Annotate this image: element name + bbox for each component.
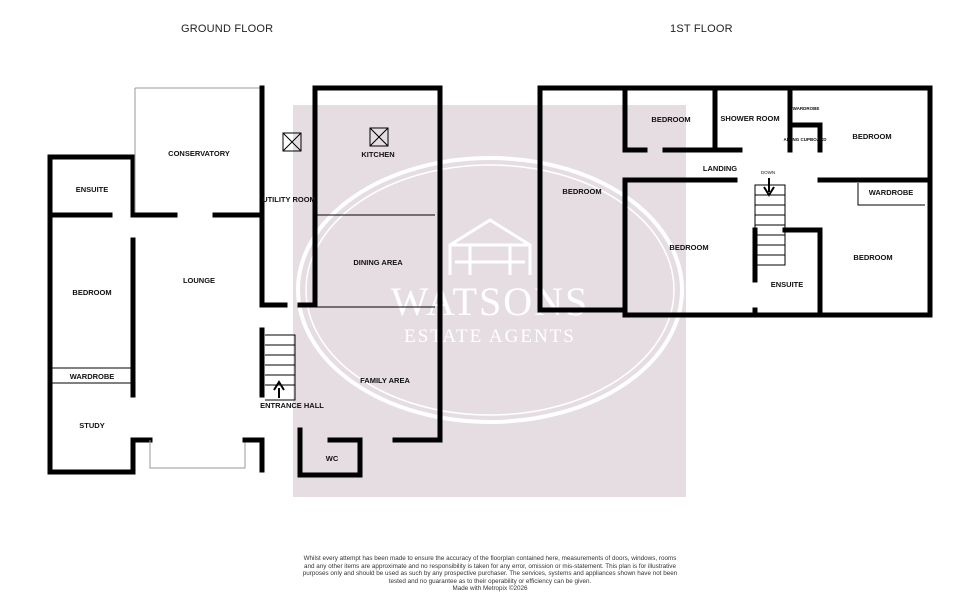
- room-bedroom-top: BEDROOM: [651, 115, 690, 124]
- room-landing: LANDING: [703, 164, 737, 173]
- watermark-sub: ESTATE AGENTS: [404, 326, 576, 347]
- room-bedroom-right: BEDROOM: [852, 132, 891, 141]
- first-floor-title: 1ST FLOOR: [670, 23, 733, 35]
- room-entrance-hall: ENTRANCE HALL: [260, 401, 324, 410]
- room-utility: UTILITY ROOM: [262, 195, 316, 204]
- room-bedroom-gf: BEDROOM: [72, 288, 111, 297]
- room-wardrobe-ff: WARDROBE: [869, 188, 914, 197]
- ground-floor-title: GROUND FLOOR: [181, 23, 274, 35]
- room-dining: DINING AREA: [353, 258, 403, 267]
- room-airing-cupboard: AIRING CUPBOARD: [783, 137, 827, 142]
- room-wardrobe-gf: WARDROBE: [70, 372, 115, 381]
- room-bedroom-mid: BEDROOM: [669, 243, 708, 252]
- room-lounge: LOUNGE: [183, 276, 215, 285]
- room-kitchen: KITCHEN: [361, 150, 394, 159]
- room-wardrobe-small: WARDROBE: [793, 106, 820, 111]
- watermark-logo: WATSONS ESTATE AGENTS: [296, 156, 684, 424]
- room-bedroom-br: BEDROOM: [853, 253, 892, 262]
- room-shower: SHOWER ROOM: [720, 114, 779, 123]
- first-floor-plan: [537, 85, 933, 318]
- room-bedroom-left: BEDROOM: [562, 187, 601, 196]
- room-ensuite-ff: ENSUITE: [771, 280, 804, 289]
- ground-floor-plan: [47, 85, 443, 478]
- disclaimer: Whilst every attempt has been made to en…: [300, 555, 680, 593]
- disclaimer-text: Whilst every attempt has been made to en…: [302, 555, 678, 585]
- made-with-credit: Made with Metropix ©2026: [452, 585, 528, 593]
- room-ensuite-gf: ENSUITE: [76, 185, 109, 194]
- room-conservatory: CONSERVATORY: [168, 149, 230, 158]
- room-wc: WC: [326, 454, 339, 463]
- room-family: FAMILY AREA: [360, 376, 410, 385]
- watermark-name: WATSONS: [391, 279, 589, 324]
- watermark-background: [293, 105, 686, 497]
- stairs-down-label: DOWN: [761, 170, 775, 175]
- room-study: STUDY: [79, 421, 104, 430]
